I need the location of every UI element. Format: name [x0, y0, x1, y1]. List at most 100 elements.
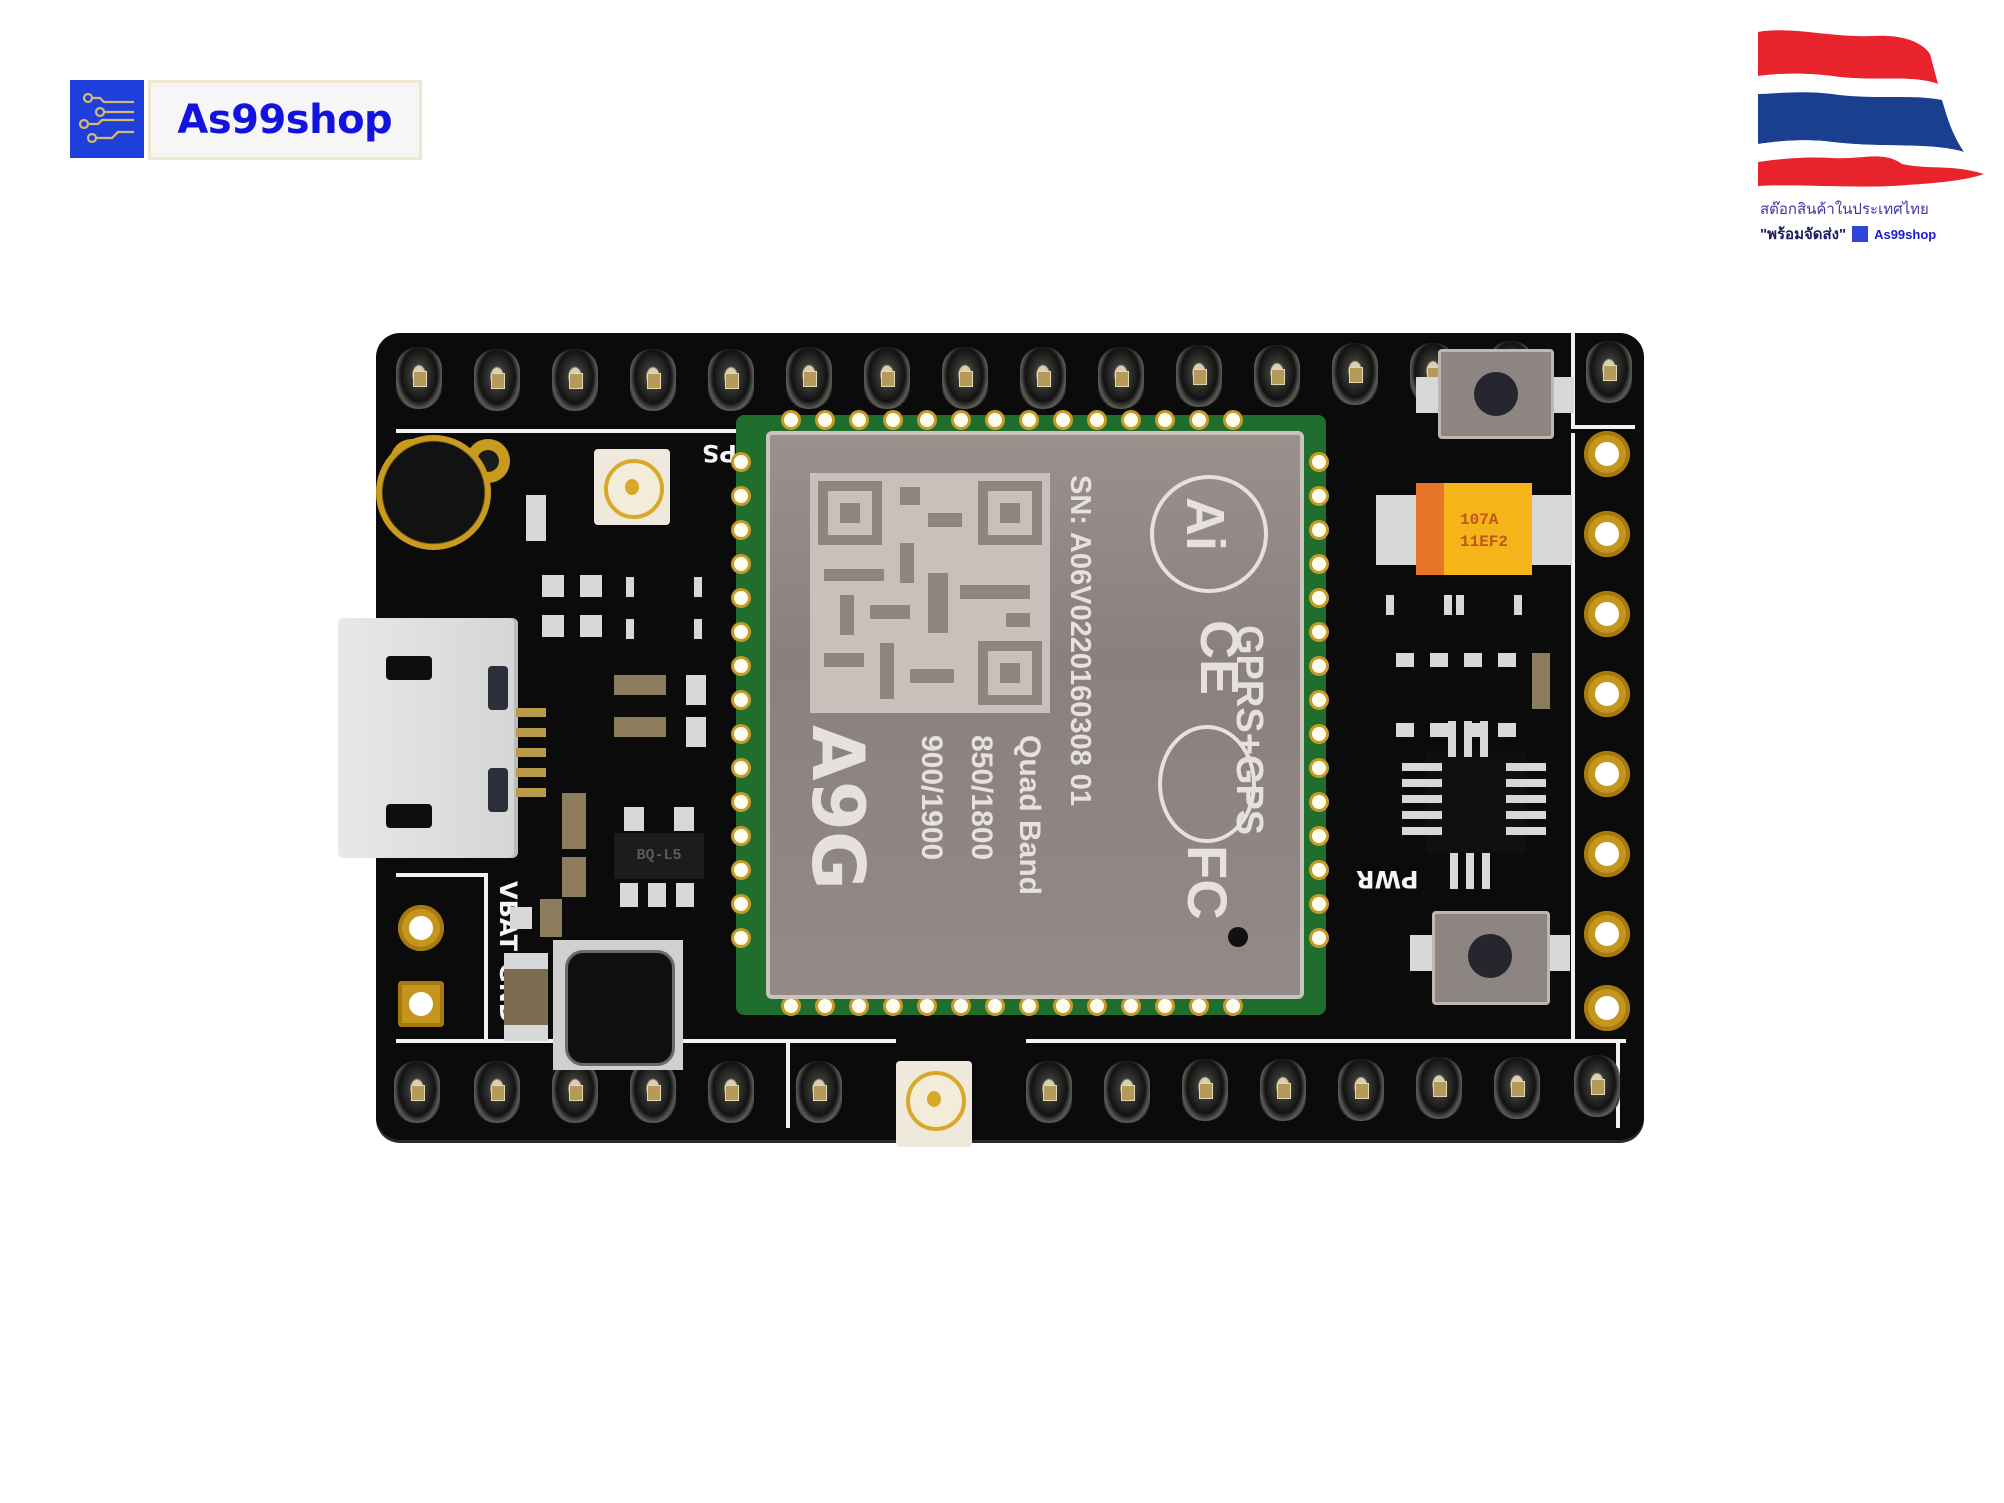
- silk-line: [1026, 1039, 1626, 1043]
- ic-pin: [1466, 853, 1474, 889]
- smd-component: [580, 615, 602, 637]
- header-pin: [864, 347, 910, 409]
- a9g-rf-shield: A9G 900/1900 850/1800 Quad Band SN: A06V…: [766, 431, 1304, 999]
- ccc-wireless-icon: [1158, 725, 1256, 843]
- brand-logo: As99shop: [70, 80, 422, 160]
- led: [626, 577, 702, 597]
- ic-pin: [676, 883, 694, 907]
- header-pin: [796, 1061, 842, 1123]
- mini-shop-name: As99shop: [1874, 226, 1937, 242]
- logo-text: As99shop: [177, 97, 393, 143]
- cap-pad: [1376, 495, 1416, 565]
- header-pin: [1494, 1057, 1540, 1119]
- ready-to-ship-text: "พร้อมจัดส่ง": [1760, 226, 1847, 243]
- header-pin: [552, 1061, 598, 1123]
- fcc-mark-icon: FC: [1176, 845, 1239, 920]
- ic-pin: [620, 883, 638, 907]
- module-model-label: A9G: [796, 725, 880, 890]
- ai-thinker-logo-icon: Ai: [1150, 475, 1268, 593]
- plated-hole: [1584, 985, 1630, 1031]
- smd-component: [580, 575, 602, 597]
- smd-capacitor: [1532, 653, 1550, 709]
- micro-usb-port[interactable]: [338, 618, 546, 858]
- silk-line: [1571, 433, 1575, 1043]
- ic-pin: [1506, 795, 1546, 803]
- vbat-hole: [398, 905, 444, 951]
- header-pin: [708, 349, 754, 411]
- header-pin: [394, 1061, 440, 1123]
- microphone: [376, 435, 491, 550]
- ic-pin: [1480, 721, 1488, 757]
- ic-pin: [648, 883, 666, 907]
- header-pin: [942, 347, 988, 409]
- ic-pin: [1402, 795, 1442, 803]
- a9g-dev-board: VBAT GND GPS BQ-L5: [338, 333, 1644, 1147]
- header-pin: [1260, 1059, 1306, 1121]
- smd-capacitor: [504, 953, 548, 1041]
- ce-mark-icon: CE: [1189, 620, 1249, 696]
- smd-component: [526, 495, 546, 541]
- smd-component: [562, 793, 586, 849]
- header-pin: [1586, 341, 1632, 403]
- plated-hole: [1584, 671, 1630, 717]
- plated-hole: [1584, 751, 1630, 797]
- gnd-hole: [398, 981, 444, 1027]
- power-button[interactable]: [1432, 911, 1550, 1005]
- plated-hole: [1584, 911, 1630, 957]
- smd-resistor: [1386, 595, 1452, 615]
- smd-resistor: [1456, 595, 1522, 615]
- smd-component: [614, 717, 666, 737]
- ic-pin: [624, 807, 644, 831]
- smd-component: [542, 615, 564, 637]
- led: [626, 619, 702, 639]
- circuit-trace-icon: [70, 80, 144, 158]
- ic-pin: [1402, 811, 1442, 819]
- header-pin: [474, 1061, 520, 1123]
- ic-pin: [1402, 779, 1442, 787]
- button-pad: [1410, 935, 1436, 971]
- smd-component: [540, 899, 562, 937]
- header-pin: [1098, 347, 1144, 409]
- module-bands-1: 850/1800: [965, 735, 998, 861]
- thailand-flag-icon: [1752, 24, 2002, 244]
- ic-pin: [1402, 827, 1442, 835]
- silk-line: [396, 873, 486, 877]
- plated-hole: [1584, 431, 1630, 477]
- smd-component: [510, 907, 532, 929]
- ic-pin: [1482, 853, 1490, 889]
- smd-component: [614, 675, 666, 695]
- header-pin: [786, 347, 832, 409]
- button-pad: [1416, 377, 1442, 413]
- pin1-marker: [1228, 927, 1248, 947]
- ic-pin: [1506, 827, 1546, 835]
- silk-line: [1571, 425, 1635, 429]
- silk-line: [396, 429, 756, 433]
- ic-pin: [1506, 779, 1546, 787]
- plated-hole: [1584, 591, 1630, 637]
- qr-code: [810, 473, 1050, 713]
- header-pin: [396, 347, 442, 409]
- smd-resistor: [1430, 653, 1448, 737]
- plated-hole: [1584, 511, 1630, 557]
- header-pin: [1416, 1057, 1462, 1119]
- logo-text-box: As99shop: [147, 80, 422, 160]
- silk-line: [484, 873, 488, 1043]
- cap-pad: [1532, 495, 1572, 565]
- ic-pin: [1448, 721, 1456, 757]
- ic-pin: [1506, 811, 1546, 819]
- header-pin: [1182, 1059, 1228, 1121]
- header-pin: [552, 349, 598, 411]
- gsm-antenna-connector[interactable]: [896, 1061, 972, 1147]
- reset-button[interactable]: [1438, 349, 1554, 439]
- stock-caption: สต๊อกสินค้าในประเทศไทย: [1760, 200, 1929, 218]
- header-pin: [474, 349, 520, 411]
- plated-hole: [1584, 831, 1630, 877]
- smd-component: [562, 857, 586, 897]
- smd-resistor: [1464, 653, 1482, 737]
- mini-logo-icon: [1852, 226, 1869, 242]
- gps-antenna-connector[interactable]: [594, 449, 670, 525]
- ic-pin: [1402, 763, 1442, 771]
- header-pin: [708, 1061, 754, 1123]
- header-pin: [1104, 1061, 1150, 1123]
- smd-component: [686, 675, 706, 705]
